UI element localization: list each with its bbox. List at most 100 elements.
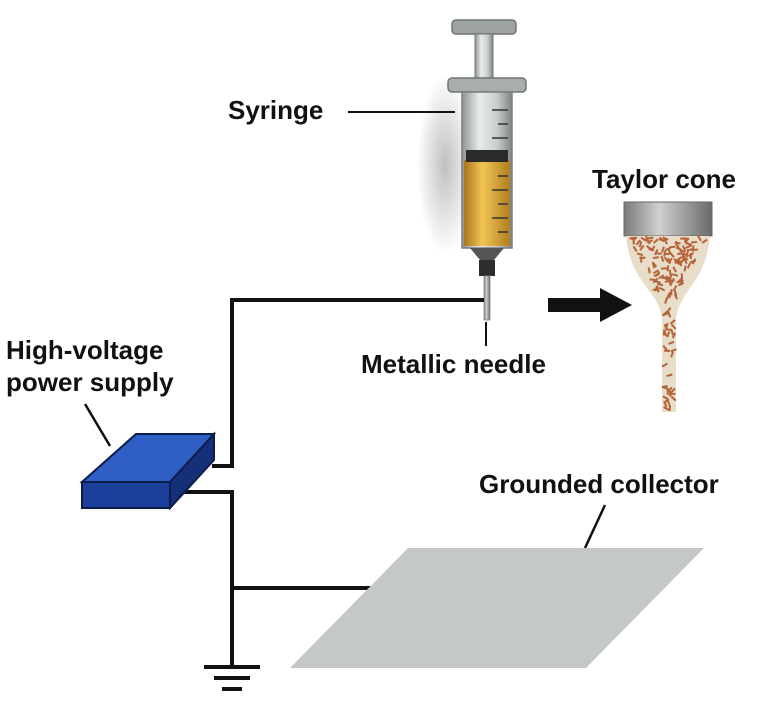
syringe-liquid [464,160,510,246]
fiber-particle [674,258,680,264]
fiber-particle [680,237,687,240]
fiber-particle [680,273,684,280]
fiber-particle [666,386,673,392]
fiber-particle [651,262,656,269]
fiber-particle [673,289,678,297]
fiber-particle [689,252,693,260]
fiber-particle [691,240,698,244]
fiber-particle [663,252,670,255]
fiber-particle [661,385,668,389]
collector-leader-line [583,504,607,549]
fiber-particle [683,257,688,265]
fiber-particle [655,252,662,255]
fiber-particle [654,248,659,256]
collector-wire [180,490,408,590]
fiber-particle [652,256,660,260]
fiber-particle [670,323,677,330]
needle-hub [479,260,495,276]
metallic-needle-label: Metallic needle [361,349,546,379]
fiber-particle [676,280,683,284]
power-supply-side [169,431,215,511]
plunger-rod [474,33,494,83]
fiber-particle [669,319,676,325]
fiber-particle [674,242,680,249]
syringe-label: Syringe [228,95,324,125]
fiber-particle [663,256,669,263]
fiber-particle [635,239,641,246]
fiber-particle [674,240,681,245]
fiber-particle [666,307,672,314]
fiber-particle [684,244,692,250]
fiber-particle [663,406,670,411]
fiber-particle [691,245,695,252]
power-supply [79,431,217,511]
power-supply-leader-line [83,403,112,447]
fiber-particle [670,277,675,285]
fiber-particle [663,349,671,352]
taylor-cone-label: Taylor cone [592,164,737,194]
syringe [417,19,527,321]
fiber-particle [661,362,668,368]
fiber-particle [670,329,675,336]
fiber-particle [669,245,676,249]
power-supply-label-line1: High-voltage [6,335,164,365]
fiber-particle [673,293,679,300]
fiber-particle [662,345,668,351]
fiber-particle [666,265,670,272]
fiber-particle [671,332,676,339]
plunger-thumb [451,19,517,35]
fiber-particle [665,322,669,330]
fiber-particle [681,253,685,260]
taylor-cone [623,201,713,412]
fiber-particle [670,387,676,394]
fiber-particle [660,267,668,270]
fiber-particle [668,291,672,298]
fiber-particle [668,269,672,276]
fiber-particle [654,271,661,277]
fiber-particle [639,256,646,259]
fiber-particle [686,242,693,247]
fiber-particle [648,246,655,252]
power-supply-front [81,481,171,509]
high-voltage-wire [212,298,484,468]
fiber-particle [689,259,697,264]
fiber-particle [639,244,645,251]
plunger-seal [466,150,508,162]
fiber-particle [653,238,659,244]
fiber-particle [666,373,673,378]
fiber-particle [663,311,670,316]
fiber-particle [667,257,673,264]
fiber-particle [632,238,635,245]
fiber-particle [670,351,674,358]
grounded-collector-label: Grounded collector [479,469,719,499]
fiber-particle [697,235,702,242]
syringe-tip [470,248,504,260]
fiber-particle [632,245,638,252]
fiber-particle [653,269,660,275]
fiber-particle [646,238,651,245]
fiber-particle [685,249,690,256]
fiber-particle [662,329,666,336]
fiber-particle [668,404,671,411]
fiber-particle [658,274,665,280]
fiber-particle [649,278,656,281]
fiber-particle [668,273,673,280]
fiber-particle [657,282,664,287]
fiber-particle [636,252,644,257]
fiber-particle [664,297,668,304]
fiber-particle [658,238,666,242]
fiber-particle [669,252,675,258]
fiber-particle [647,236,654,240]
fiber-particle [677,252,684,256]
taylor-cone-particles [629,235,708,411]
fiber-particle [670,348,677,353]
fiber-particle [682,252,689,258]
fiber-particle [664,246,672,252]
fiber-particle [666,331,671,338]
fiber-particle [654,280,662,285]
fiber-particle [660,255,665,262]
fiber-particle [686,262,692,269]
fiber-particle [675,246,683,251]
